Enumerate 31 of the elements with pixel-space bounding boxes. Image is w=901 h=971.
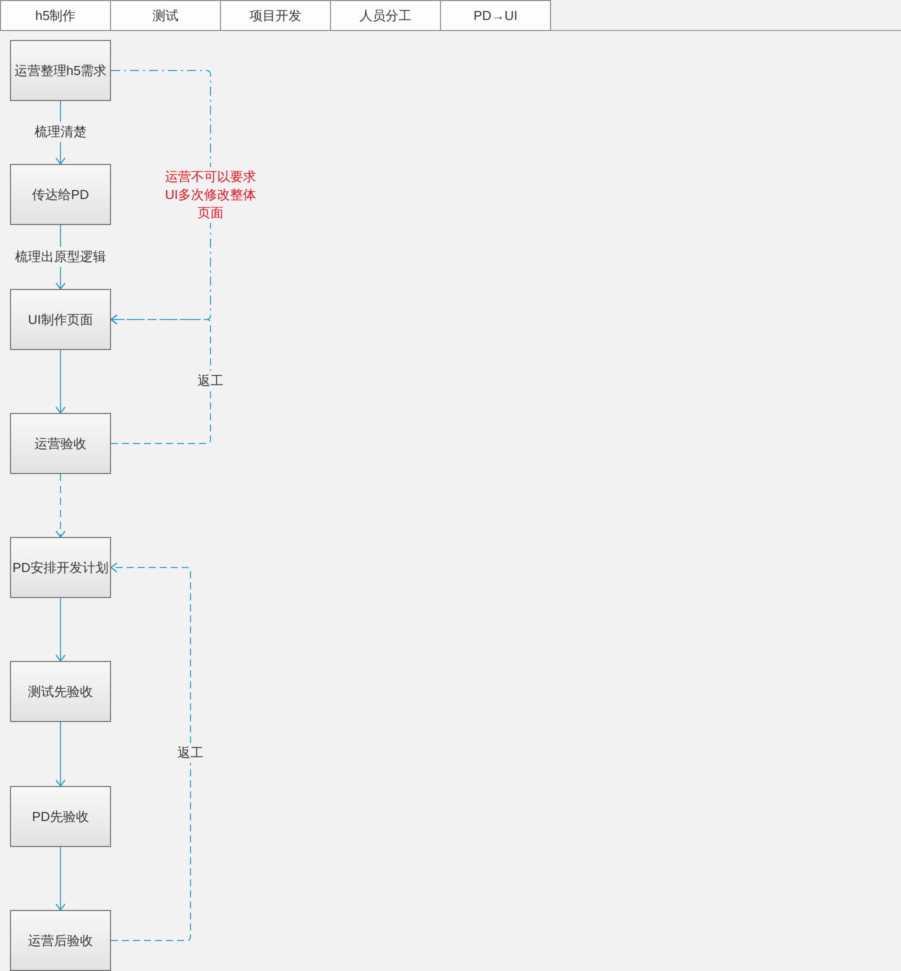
process-box: [10, 289, 111, 350]
step-label: PD安排开发计划: [12, 560, 109, 576]
arrow: [55, 598, 66, 662]
step-label: UI制作页面: [28, 312, 93, 328]
process-box: [10, 910, 111, 971]
process-box: [10, 164, 111, 225]
process-box: [10, 413, 111, 474]
dashed-arrow: [55, 474, 66, 538]
step-label: 运营验收: [34, 436, 86, 452]
edge-label: 梳理清楚: [32, 122, 88, 142]
arrow: [55, 722, 66, 787]
arrow: [55, 846, 66, 911]
edge-label: 返工: [176, 743, 206, 763]
process-box: [10, 786, 111, 847]
tab: h5制作: [0, 0, 111, 31]
tab: PD→UI: [440, 0, 551, 31]
tab: 人员分工: [330, 0, 441, 31]
step-label: 传达给PD: [32, 186, 90, 202]
step-label: 测试先验收: [28, 684, 93, 700]
edge-label: 梳理出原型逻辑: [13, 247, 108, 267]
dashed-arrow: [110, 562, 191, 941]
process-box: [10, 40, 111, 101]
step-label: 运营后验收: [28, 932, 93, 948]
dashed-arrow: [110, 314, 211, 444]
tab: 项目开发: [220, 0, 331, 31]
tab: 测试: [110, 0, 221, 31]
process-box: [10, 661, 111, 722]
step-label: 运营整理h5需求: [14, 62, 107, 78]
step-label: PD先验收: [32, 808, 90, 824]
process-box: [10, 537, 111, 598]
arrow: [55, 350, 66, 414]
